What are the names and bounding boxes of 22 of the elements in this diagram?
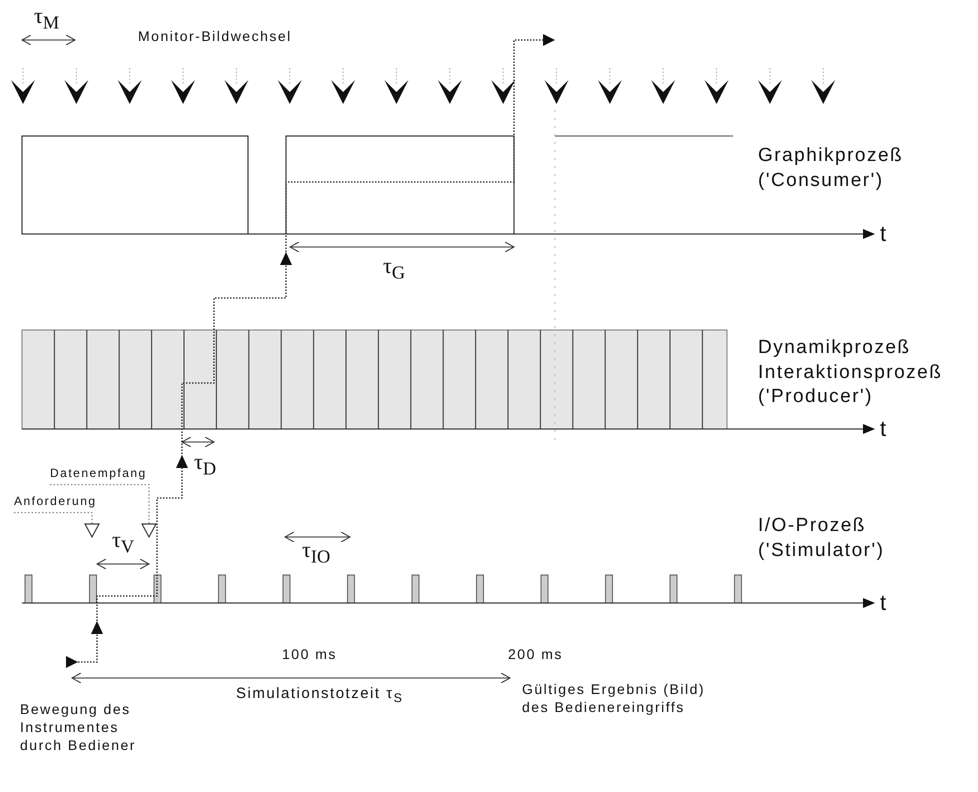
leader-line [14, 512, 92, 524]
annotation-text: Anforderung [14, 494, 97, 510]
dimension-label: Simulationstotzeit τ$_{S}$ [236, 684, 404, 706]
tau-label: τ$_{M}$ [34, 2, 60, 34]
process-title: Graphikprozeß ('Consumer') [758, 144, 904, 193]
time-mark: 200 ms [508, 645, 563, 664]
axis-label: t [880, 415, 888, 443]
tau-label: τ$_{G}$ [383, 252, 406, 284]
time-mark: 100 ms [282, 645, 337, 664]
tau-label: τ$_{D}$ [194, 448, 216, 480]
annotation-text: Datenempfang [50, 466, 147, 482]
row-title: Monitor-Bildwechsel [138, 27, 292, 46]
trigger-triangle [84, 524, 100, 538]
action-note: Bewegung des Instrumentes durch Bediener [20, 700, 137, 755]
process-title: I/O-Prozeß ('Stimulator') [758, 514, 886, 563]
axis-label: t [880, 589, 888, 617]
tau-label: τ$_{V}$ [112, 526, 134, 558]
leader-line [50, 484, 150, 524]
tau-label: τ$_{IO}$ [302, 536, 330, 568]
trigger-triangle [141, 524, 157, 538]
axis-label: t [880, 220, 888, 248]
result-note: Gültiges Ergebnis (Bild) des Bedienereingriffs [522, 680, 706, 716]
